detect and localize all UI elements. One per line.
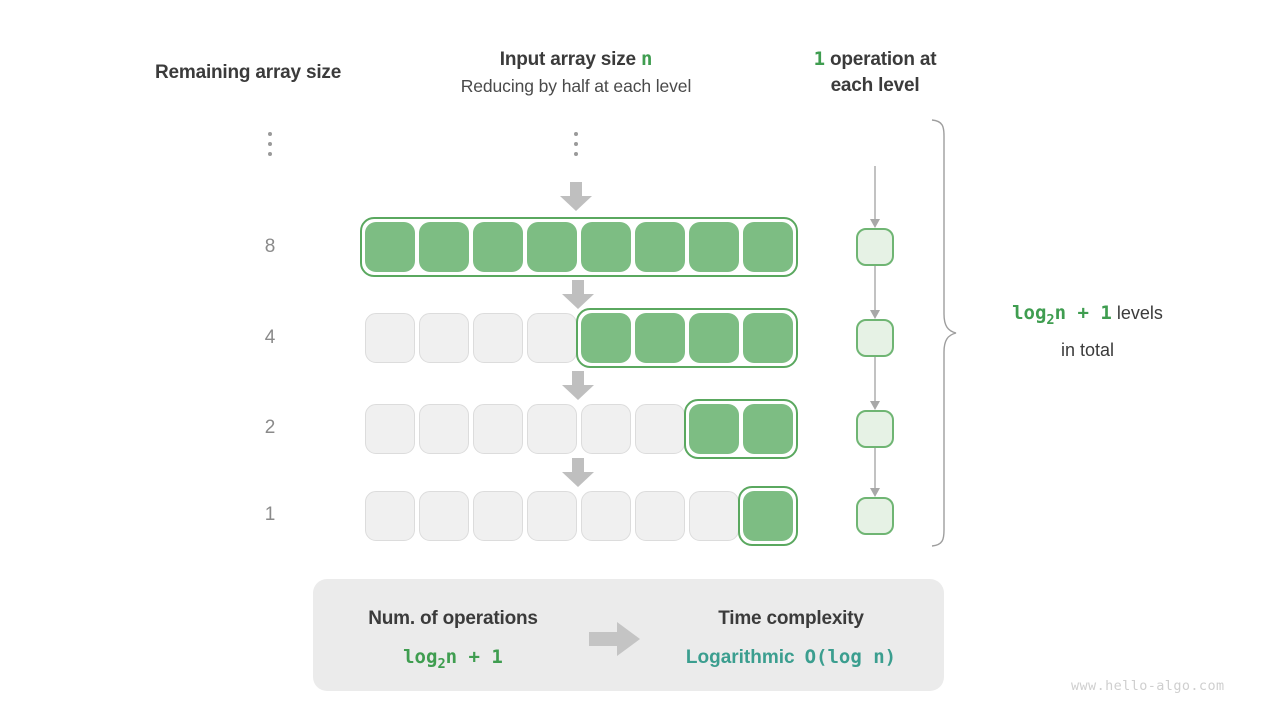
down-arrow-icon-1 (562, 280, 594, 309)
array-cell-active (635, 222, 685, 272)
array-cell-empty (365, 404, 415, 454)
array-cell-empty (581, 491, 631, 541)
array-cell-empty (365, 491, 415, 541)
summary-complexity-word: Logarithmic (685, 647, 795, 668)
levels-suffix: levels (1111, 303, 1163, 323)
summary-left-value: log2n + 1 (403, 646, 503, 672)
array-cell-empty (527, 404, 577, 454)
header-input-var: n (641, 48, 653, 70)
array-cell-empty (527, 313, 577, 363)
active-range-outline (738, 486, 798, 546)
array-cell-active (635, 313, 685, 363)
operation-cell (856, 410, 894, 448)
array-cell-empty (473, 404, 523, 454)
array-cell-empty (419, 404, 469, 454)
op-connector-top (870, 166, 880, 228)
summary-right: Time complexity Logarithmic O(log n) (671, 608, 911, 669)
array-cell-empty (473, 491, 523, 541)
header-operations-per-level: 1 operation at each level (782, 46, 968, 99)
down-arrow-icon-0 (560, 182, 592, 211)
operation-cell (856, 497, 894, 535)
op-connector-1 (870, 357, 880, 410)
array-column-ellipsis (556, 132, 596, 162)
header-input-text: Input array size (499, 49, 641, 70)
levels-formula: log2n + 1 (1012, 302, 1112, 328)
array-cell-empty (635, 404, 685, 454)
levels-brace (931, 119, 957, 547)
header-input-subtitle: Reducing by half at each level (460, 76, 692, 96)
arrow-right-icon (589, 622, 640, 656)
row-label-ellipsis (250, 132, 290, 162)
active-range-outline (684, 399, 798, 459)
operation-cell (856, 319, 894, 357)
array-cell-active (419, 222, 469, 272)
active-range-outline (576, 308, 798, 368)
row-label-8: 8 (264, 236, 276, 257)
op-connector-2 (870, 448, 880, 497)
array-cell-empty (689, 491, 739, 541)
array-cell-active (689, 313, 739, 363)
header-op-line1: operation at (824, 49, 937, 70)
levels-note: log2n + 1 levels in total (975, 298, 1200, 365)
header-remaining-array-size: Remaining array size (155, 62, 342, 83)
row-label-4: 4 (264, 327, 276, 348)
array-cell-empty (581, 404, 631, 454)
down-arrow-icon-3 (562, 458, 594, 487)
summary-right-value: Logarithmic O(log n) (671, 646, 911, 669)
summary-right-title: Time complexity (718, 608, 864, 629)
header-op-line2: each level (830, 75, 920, 96)
watermark: www.hello-algo.com (1071, 678, 1225, 694)
array-cell-active (473, 222, 523, 272)
summary-left: Num. of operations log2n + 1 (333, 608, 573, 672)
row-label-2: 2 (264, 417, 276, 438)
array-cell-empty (365, 313, 415, 363)
summary-complexity-notation: O(log n) (804, 646, 897, 668)
array-cell-empty (419, 491, 469, 541)
row-label-1: 1 (264, 504, 276, 525)
active-range-outline (360, 217, 798, 277)
array-cell-active (527, 222, 577, 272)
header-input-array-size: Input array size n Reducing by half at e… (400, 46, 752, 99)
header-op-count: 1 (813, 48, 825, 70)
array-cell-empty (635, 491, 685, 541)
array-cell-empty (419, 313, 469, 363)
op-connector-0 (870, 266, 880, 319)
array-cell-active (689, 222, 739, 272)
levels-note-line2: in total (1060, 339, 1115, 360)
down-arrow-icon-2 (562, 371, 594, 400)
array-cell-empty (527, 491, 577, 541)
summary-left-title: Num. of operations (368, 608, 538, 629)
array-cell-empty (473, 313, 523, 363)
array-cell-active (581, 222, 631, 272)
operation-cell (856, 228, 894, 266)
